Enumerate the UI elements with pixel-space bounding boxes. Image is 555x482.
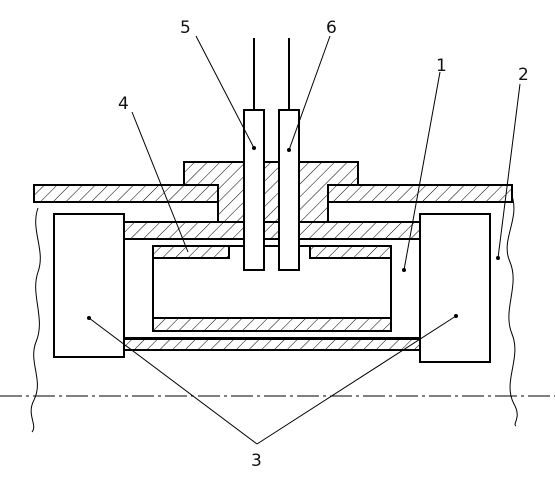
upper-electrode-left [152, 245, 230, 259]
leader-line-3a [88, 317, 258, 445]
right-break-line [506, 195, 518, 427]
label-part-5: 5 [180, 18, 191, 38]
leader-line-5 [195, 35, 255, 149]
leader-dot-3a [87, 316, 91, 320]
left-magnet [53, 213, 125, 358]
leader-line-1 [403, 71, 441, 271]
top-plate-left [33, 184, 219, 203]
right-magnet [419, 213, 491, 363]
leader-line-2 [497, 83, 521, 259]
label-part-6: 6 [326, 18, 337, 38]
leader-dot-6 [287, 148, 291, 152]
lower-electrode [152, 317, 392, 332]
upper-electrode-right [309, 245, 392, 259]
top-plate-right [327, 184, 513, 203]
inner-chamber [152, 245, 392, 332]
label-part-2: 2 [518, 65, 529, 85]
label-part-3: 3 [251, 451, 262, 471]
leader-dot-1 [402, 268, 406, 272]
lead-sleeve-6 [278, 109, 300, 271]
leader-dot-3b [454, 314, 458, 318]
housing-bottom-wall [123, 337, 421, 351]
label-part-1: 1 [436, 56, 447, 76]
label-part-4: 4 [118, 94, 129, 114]
leader-line-6 [288, 35, 331, 151]
leader-line-4 [131, 111, 189, 253]
leader-line-3b [256, 315, 457, 445]
lead-sleeve-5 [243, 109, 265, 271]
left-break-line [30, 207, 41, 433]
leader-dot-5 [252, 146, 256, 150]
leader-dot-2 [496, 256, 500, 260]
housing-top-wall [123, 221, 421, 240]
